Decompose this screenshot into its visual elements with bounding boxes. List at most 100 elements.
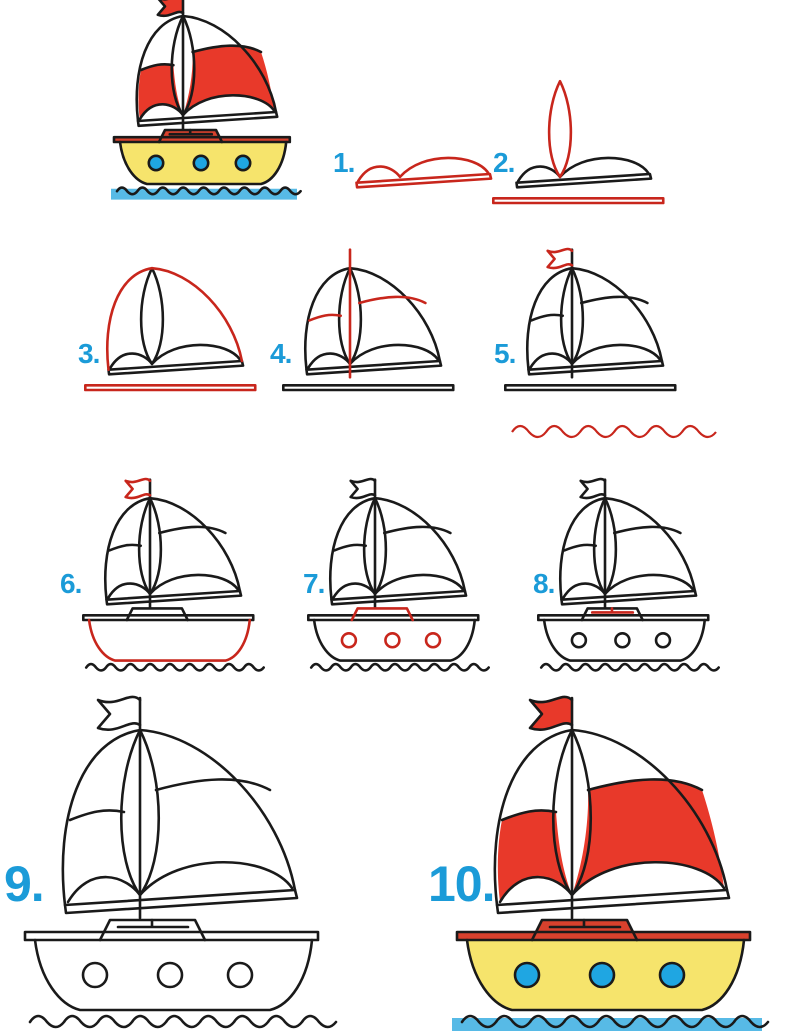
deck-stroke [455, 930, 752, 942]
humps-stroke [108, 343, 242, 370]
deck-stroke [282, 384, 455, 392]
porthole [226, 961, 254, 989]
waves-stroke [539, 662, 720, 672]
humps-stroke [331, 573, 465, 600]
porthole [384, 632, 401, 649]
step-label-10: 10. [428, 856, 496, 912]
step-2-drawing [492, 79, 665, 205]
step-4-drawing [282, 248, 455, 392]
porthole [156, 961, 184, 989]
porthole [654, 632, 672, 649]
leaf-stroke [547, 79, 573, 179]
cabin-fill [532, 920, 637, 940]
step-label-2: 2. [493, 147, 515, 178]
step-9-drawing [23, 695, 338, 1029]
step-label-3: 3. [78, 338, 100, 369]
window-stroke [548, 918, 622, 929]
sail-red-panel-right [183, 45, 275, 116]
step-3-drawing [84, 266, 257, 392]
step-0-finished-boat [111, 0, 302, 200]
waves-stroke [28, 1014, 338, 1029]
panels-stroke [333, 525, 452, 552]
step-6-drawing [82, 477, 265, 672]
flag-stroke [124, 477, 152, 500]
humps-stroke [106, 573, 240, 600]
porthole [234, 154, 252, 172]
hull-stroke [118, 140, 288, 186]
step-10-drawing [452, 695, 770, 1031]
step-7-drawing [307, 477, 490, 672]
hull-stroke [33, 938, 314, 1012]
deck-stroke [112, 135, 292, 144]
band-stroke [527, 359, 665, 376]
humps-stroke [561, 573, 695, 600]
step-1-drawing [355, 156, 493, 189]
porthole [614, 632, 631, 649]
deck-stroke [504, 384, 677, 392]
porthole [570, 632, 588, 649]
band-stroke [107, 359, 245, 376]
waves-stroke [309, 662, 490, 672]
porthole [513, 961, 541, 989]
panels-stroke [68, 778, 272, 822]
panels-stroke [530, 295, 649, 322]
cabin-stroke [350, 607, 414, 622]
panels-stroke [500, 778, 704, 822]
step-5-waves [511, 424, 717, 439]
hull-stroke [542, 618, 707, 662]
waves-stroke [460, 1014, 770, 1029]
flag-stroke [579, 477, 607, 500]
window-stroke [168, 128, 214, 136]
step-label-4: 4. [270, 338, 292, 369]
hull-stroke [465, 938, 746, 1012]
panels-stroke [308, 295, 427, 322]
flag-stroke [349, 477, 377, 500]
hull-stroke [312, 618, 477, 662]
cabin-stroke [125, 607, 189, 622]
deck-stroke [23, 930, 320, 942]
panels-stroke [563, 525, 682, 552]
window-stroke [590, 607, 635, 614]
humps-stroke [138, 94, 276, 121]
band-stroke [355, 172, 493, 189]
humps-stroke [306, 343, 440, 370]
porthole [340, 632, 358, 649]
band-stroke [560, 589, 698, 606]
humps-stroke [528, 343, 662, 370]
step-label-5: 5. [494, 338, 516, 369]
porthole [81, 961, 109, 989]
sailOuter-stroke [105, 266, 244, 372]
band-stroke [63, 888, 299, 915]
step-5-drawing [504, 247, 677, 392]
humps-stroke [356, 156, 490, 183]
sail-red-panel-right [572, 779, 724, 895]
step-label-8: 8. [533, 568, 555, 599]
window-stroke [116, 918, 190, 929]
deck-stroke [82, 614, 255, 622]
deck-stroke [84, 384, 257, 392]
step-label-1: 1. [333, 147, 355, 178]
flag-fill [530, 696, 572, 730]
flag-stroke [96, 695, 142, 731]
porthole [424, 632, 442, 649]
band-stroke [305, 359, 443, 376]
porthole [658, 961, 686, 989]
band-stroke [136, 110, 279, 128]
waves-stroke [84, 662, 265, 672]
waves-stroke [115, 186, 302, 196]
step-8-drawing [537, 477, 720, 672]
porthole [147, 154, 165, 172]
panels-stroke [108, 525, 227, 552]
flag-stroke [546, 247, 574, 270]
hull-stroke [87, 618, 252, 662]
step-label-7: 7. [303, 568, 325, 599]
deck-stroke [537, 614, 710, 622]
porthole [588, 961, 616, 989]
deck-stroke [307, 614, 480, 622]
porthole [192, 154, 210, 172]
leaf-stroke [139, 266, 165, 366]
flag-stroke [528, 695, 574, 731]
band-stroke [515, 172, 653, 189]
